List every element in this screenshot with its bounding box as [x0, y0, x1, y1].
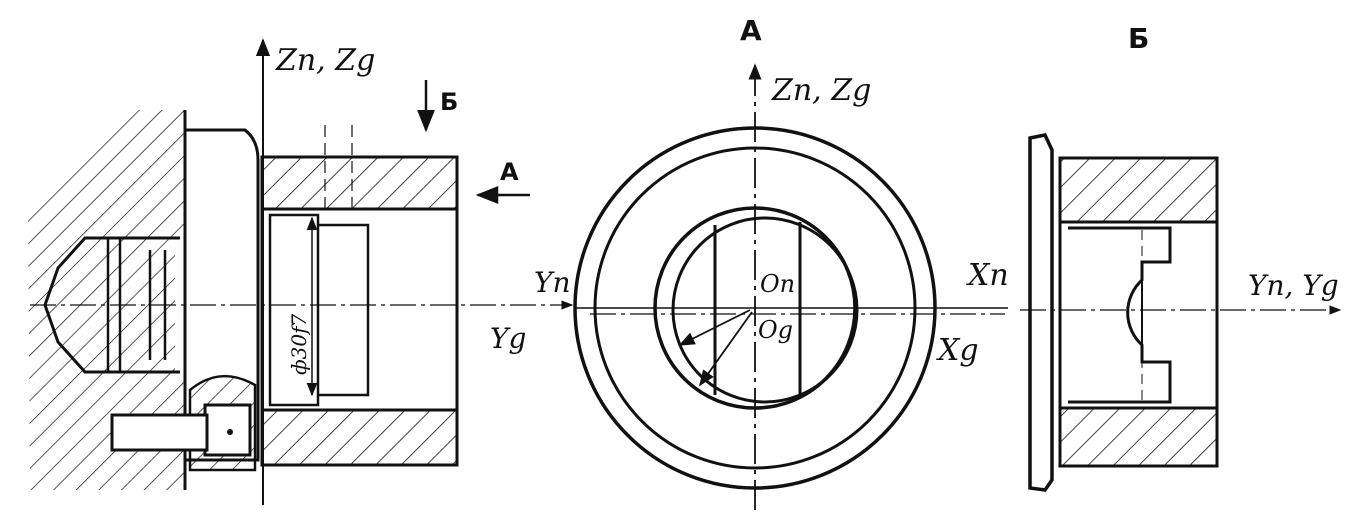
- dimension-label: ф30f7: [287, 313, 311, 375]
- bushing-top: [1058, 156, 1219, 224]
- yn-yg-right-label: Yп, Yg: [1248, 269, 1339, 302]
- view-a: A Zп, Zg Oп Og Xп Xg: [573, 14, 1009, 510]
- on-label: Oп: [760, 270, 795, 298]
- bushing-bore: [1058, 220, 1219, 410]
- view-b-arrow-label: Б: [440, 88, 458, 116]
- xn-label: Xп: [966, 258, 1009, 293]
- workpiece-section: [260, 125, 459, 467]
- spindle-flange: [183, 128, 260, 462]
- offset-arrow-1: [678, 309, 751, 346]
- offset-arrow-2: [699, 311, 753, 387]
- left-section-view: ф30f7 Zп, Zg Б A Yп Yg: [28, 38, 574, 505]
- xg-label: Xg: [936, 333, 979, 368]
- view-b: Б Yп, Yg: [1020, 22, 1342, 492]
- og-label: Og: [758, 316, 793, 344]
- flange-plate: [1028, 133, 1054, 492]
- mandrel-circle: [671, 216, 859, 404]
- zn-zg-mid-label: Zп, Zg: [771, 73, 871, 108]
- view-b-title: Б: [1128, 22, 1149, 55]
- clamp-bolt: [110, 374, 257, 472]
- view-a-arrow-label: A: [500, 158, 519, 186]
- mandrel-profile: [1068, 226, 1172, 404]
- yg-left-label: Yg: [490, 322, 526, 355]
- view-a-title: A: [740, 14, 762, 47]
- spindle-wall-hatch: [28, 110, 185, 490]
- bushing-bottom: [1058, 406, 1219, 468]
- zn-zg-left-label: Zп, Zg: [275, 43, 375, 78]
- yn-left-label: Yп: [534, 266, 571, 299]
